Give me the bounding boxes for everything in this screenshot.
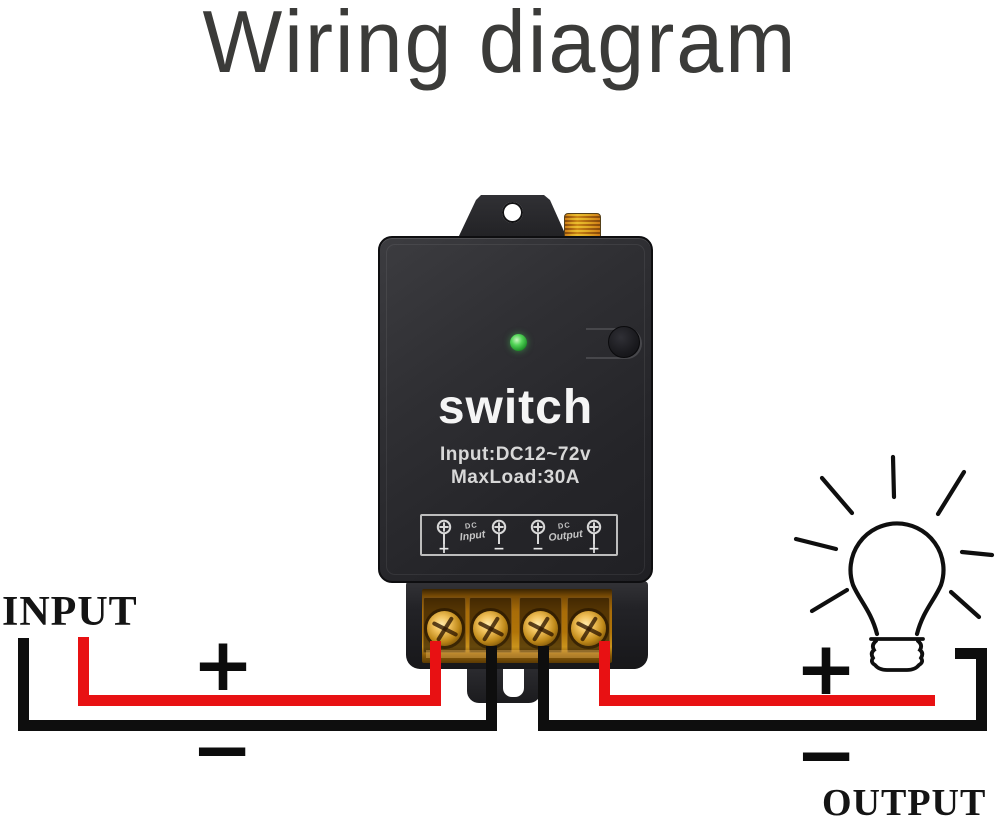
screw-symbol-icon: [528, 519, 548, 545]
terminal-block-lip: [426, 650, 608, 658]
input-negative-wire-vertical: [18, 638, 29, 731]
mounting-tab: [458, 195, 567, 238]
terminal-sign: −: [493, 541, 505, 557]
terminal-sign: −: [532, 541, 544, 557]
screw-symbol-icon: [584, 519, 604, 545]
input-negative-wire-horizontal: [18, 720, 497, 731]
terminal-cell: [423, 597, 466, 653]
terminal-screw-icon: [523, 611, 558, 646]
terminal-block: [422, 589, 612, 663]
pairing-button: [608, 326, 640, 358]
dc-input-label: DC Input: [459, 520, 487, 544]
output-negative-wire-vertical: [976, 648, 987, 731]
output-negative-wire-horizontal: [538, 720, 987, 731]
terminal2-negative-wire: [486, 646, 497, 731]
device-name: switch: [437, 381, 594, 434]
input-positive-wire-horizontal: [78, 695, 441, 706]
screw-symbol-icon: [434, 519, 454, 545]
output-plus-marker: +: [795, 626, 858, 712]
output-label: OUTPUT: [822, 782, 987, 822]
bottom-notch: [503, 666, 524, 697]
bottom-tab: [467, 666, 541, 703]
terminal-sign: +: [438, 541, 450, 557]
device-spec-input: Input:DC12~72v: [439, 444, 592, 465]
terminal-sign: +: [588, 541, 600, 557]
input-plus-marker: +: [192, 622, 255, 708]
terminal4-positive-wire: [599, 641, 610, 706]
terminal-cell: [469, 597, 512, 653]
page-title: Wiring diagram: [202, 0, 798, 91]
terminal-cell: [519, 597, 562, 653]
terminal1-positive-wire: [430, 641, 441, 706]
output-negative-wire-hook: [955, 648, 987, 659]
light-bulb-icon: [793, 454, 995, 672]
input-positive-wire-vertical: [78, 637, 89, 706]
status-led-icon: [510, 334, 527, 351]
antenna-connector: [564, 213, 601, 239]
mounting-hole-icon: [502, 202, 523, 223]
output-positive-wire-horizontal: [599, 695, 935, 706]
dc-output-label: DC Output: [547, 520, 584, 545]
input-label: INPUT: [2, 589, 138, 635]
terminal-screw-icon: [427, 611, 462, 646]
switch-device-body: [378, 236, 653, 583]
terminal-screw-icon: [571, 611, 606, 646]
terminal3-negative-wire: [538, 646, 549, 731]
screw-symbol-icon: [489, 519, 509, 545]
device-specs: Input:DC12~72v MaxLoad:30A: [378, 443, 653, 489]
terminal-cell: [567, 597, 610, 653]
terminal-screw-icon: [473, 611, 508, 646]
terminal-panel: + − − + DC Input DC Output: [420, 514, 618, 556]
device-spec-maxload: MaxLoad:30A: [450, 467, 581, 488]
